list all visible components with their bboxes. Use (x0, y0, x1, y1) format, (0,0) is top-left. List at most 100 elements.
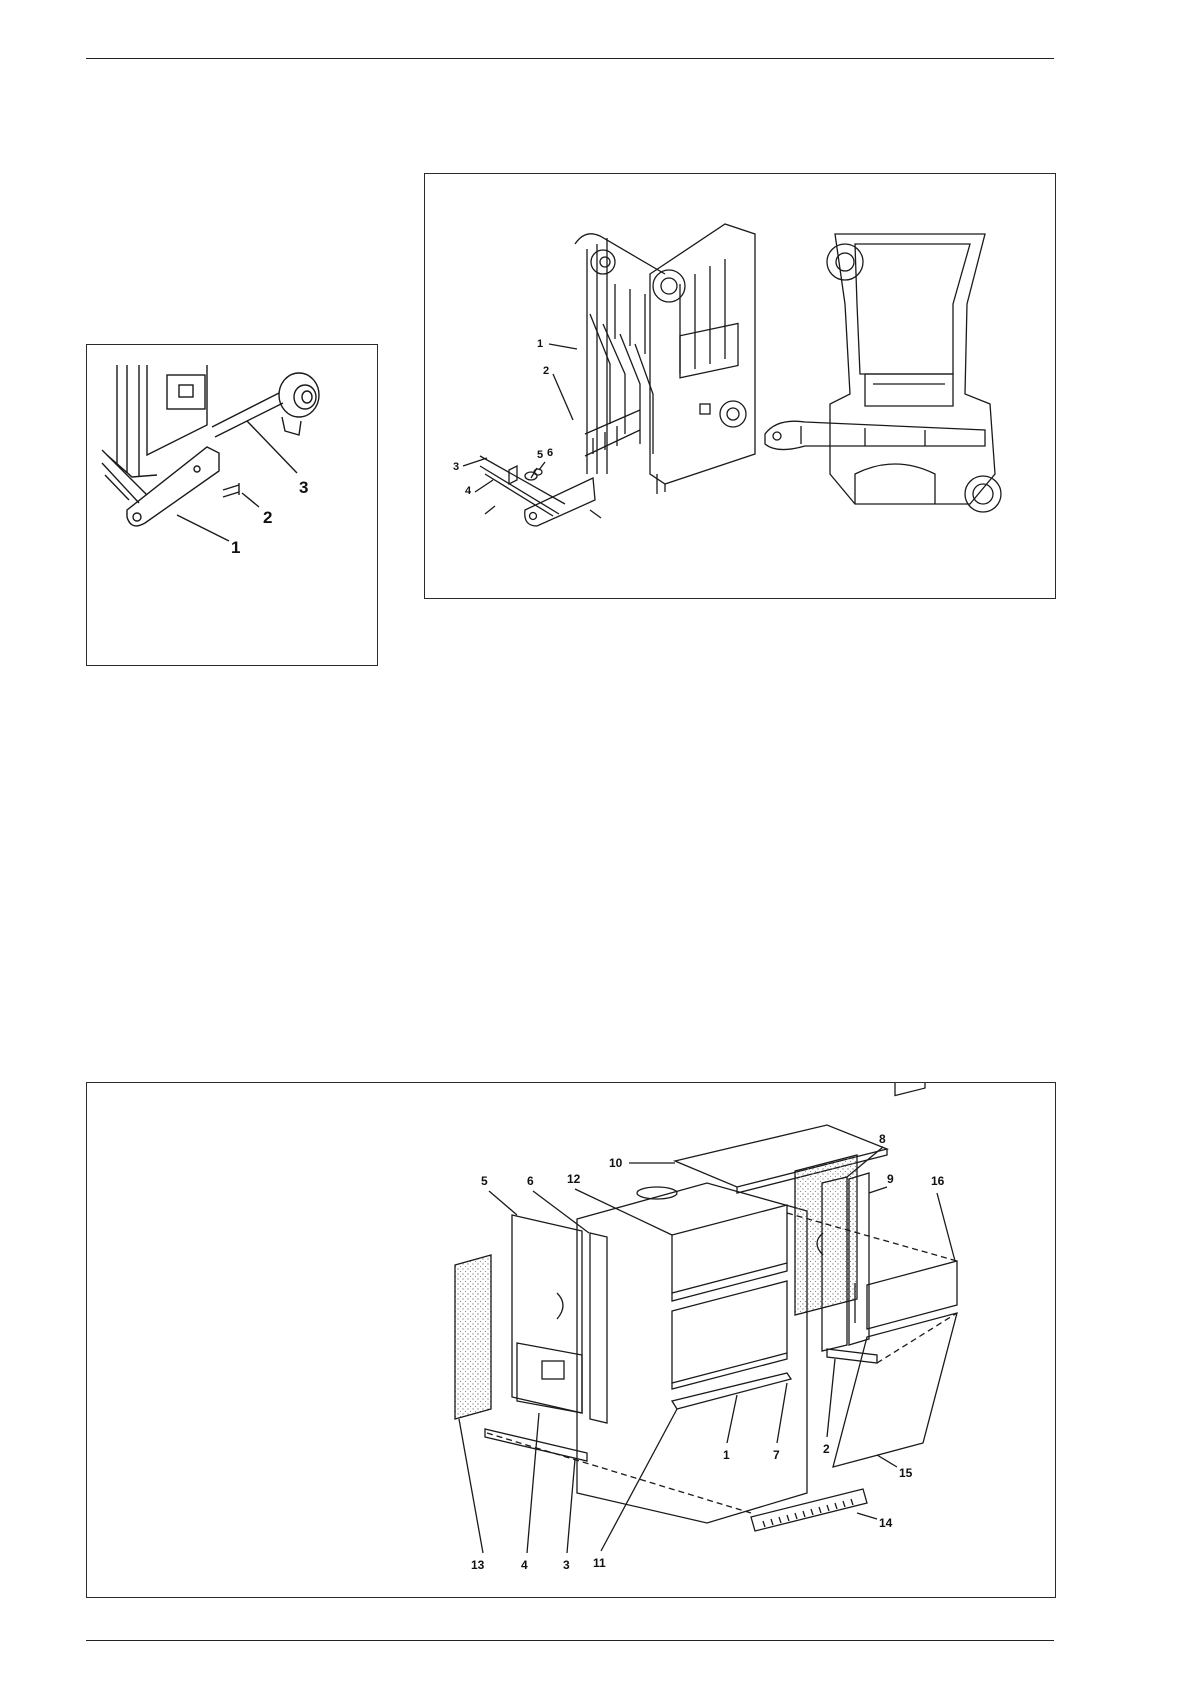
label-9: 9 (887, 1172, 894, 1186)
top-hub-line (575, 234, 665, 274)
screw-4 (485, 506, 495, 514)
leader-15 (877, 1455, 897, 1467)
leader-1 (177, 515, 229, 541)
leader-1 (549, 344, 577, 349)
label-3: 3 (299, 478, 308, 497)
label-1: 1 (537, 338, 543, 350)
top-left-port (591, 250, 615, 274)
label-16: 16 (931, 1174, 945, 1188)
exploded-casing-drawing: 5 6 12 10 8 9 16 13 4 3 11 1 7 2 15 14 (87, 1083, 1055, 1597)
label-14: 14 (879, 1516, 893, 1530)
left-side-panel (512, 1215, 582, 1413)
leader-14 (857, 1513, 877, 1519)
header-rule (86, 58, 1054, 59)
label-12: 12 (567, 1172, 581, 1186)
section-fins (590, 314, 653, 454)
label-2: 2 (823, 1442, 830, 1456)
label-1: 1 (723, 1448, 730, 1462)
label-1: 1 (231, 538, 240, 557)
bracket-hole (530, 513, 537, 520)
front-door (680, 323, 738, 377)
flange-bore (302, 391, 312, 403)
bracket-screw-hole (194, 466, 200, 472)
left-insulation (455, 1255, 491, 1419)
leader-2 (553, 374, 573, 420)
lower-front-panel-edge (672, 1353, 787, 1389)
upper-front-panel (672, 1205, 787, 1293)
label-15: 15 (899, 1466, 913, 1480)
figure-bracket-detail: 1 2 3 (86, 344, 378, 666)
bracket-detail-drawing: 1 2 3 (87, 345, 377, 665)
shaft (212, 393, 283, 437)
lower-flange (720, 401, 746, 427)
label-11: 11 (593, 1556, 606, 1570)
section-side-view (765, 234, 1001, 512)
tube-bracket (765, 421, 985, 449)
leader-3 (247, 421, 297, 473)
lower-port (965, 476, 1001, 512)
front-section (650, 224, 755, 484)
leader-16 (937, 1193, 955, 1261)
left-side-cutout (557, 1293, 563, 1319)
label-2: 2 (263, 508, 272, 527)
label-13: 13 (471, 1558, 485, 1572)
leader-3 (567, 1459, 575, 1553)
leader-7 (777, 1383, 787, 1443)
front-door (833, 1313, 957, 1467)
label-3: 3 (453, 461, 459, 473)
washer (525, 472, 537, 480)
core-block (577, 1183, 807, 1523)
inspection-plate (167, 375, 205, 409)
section-outline (830, 234, 995, 504)
lower-port-bore (973, 484, 993, 504)
leader-11 (601, 1409, 677, 1551)
boiler-perspective: 1 2 3 4 5 6 (453, 224, 755, 526)
left-lower-panel (517, 1343, 582, 1413)
upper-flange-hub (661, 278, 677, 294)
leader-3 (463, 458, 487, 466)
left-front-strip (590, 1233, 607, 1423)
bracket-screw (590, 510, 601, 518)
right-insulation (795, 1155, 857, 1315)
section-assembly-drawing: 1 2 3 4 5 6 (425, 174, 1055, 598)
tube-joints (801, 426, 925, 446)
flange-hub (294, 385, 316, 409)
label-4: 4 (521, 1558, 528, 1572)
left-lower-window (542, 1361, 564, 1379)
leader-2 (827, 1359, 835, 1437)
section-plate (147, 365, 207, 455)
lower-flange-hub (727, 408, 739, 420)
leader-6 (539, 462, 545, 470)
leader-4 (527, 1413, 539, 1553)
leader-2 (242, 493, 259, 507)
grate-chamber (865, 374, 953, 406)
plate-window (179, 385, 193, 397)
label-10: 10 (609, 1156, 623, 1170)
label-6: 6 (527, 1174, 534, 1188)
leader-5 (489, 1191, 517, 1215)
upper-port (827, 244, 863, 280)
section-inner (855, 244, 970, 374)
bolt (223, 483, 239, 497)
leader-13 (459, 1419, 483, 1553)
bracket-plate (127, 447, 219, 526)
bracket-hole (133, 513, 141, 521)
footer-rule (86, 1640, 1054, 1641)
door-window (700, 404, 710, 414)
upper-front-panel-edge (672, 1263, 787, 1301)
label-5: 5 (481, 1174, 488, 1188)
flange-foot (282, 417, 301, 435)
label-2: 2 (543, 365, 549, 377)
control-fascia (867, 1261, 957, 1329)
flange (279, 373, 319, 417)
section-edges (117, 365, 139, 477)
fin-lines (615, 284, 645, 354)
base-arch (855, 464, 935, 504)
label-7: 7 (773, 1448, 780, 1462)
figure-exploded-casing: 5 6 12 10 8 9 16 13 4 3 11 1 7 2 15 14 (86, 1082, 1056, 1598)
leader-4 (475, 480, 493, 492)
leader-1 (727, 1395, 737, 1443)
figure-section-assembly: 1 2 3 4 5 6 (424, 173, 1056, 599)
top-left-port-bore (600, 257, 610, 267)
label-6: 6 (547, 447, 553, 459)
